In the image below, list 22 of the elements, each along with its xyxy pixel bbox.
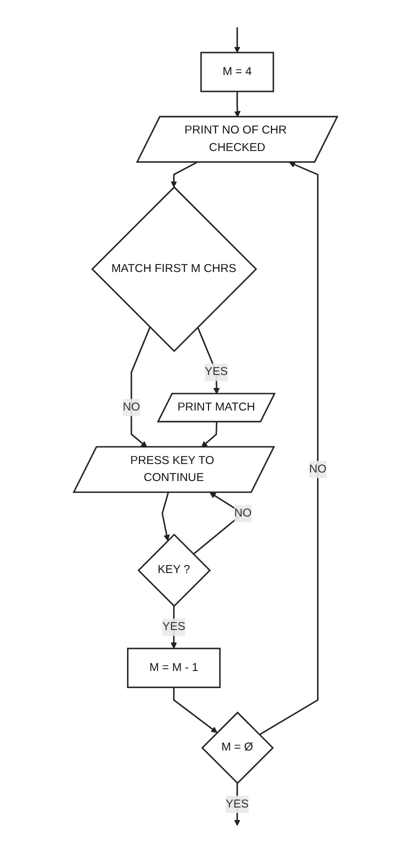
edge-label: YES xyxy=(162,620,186,634)
edge-label: YES xyxy=(205,366,228,378)
edge-label: NO xyxy=(234,506,252,520)
arrow xyxy=(171,162,198,188)
arrow xyxy=(174,687,218,733)
arrow xyxy=(234,91,242,118)
node-box: M = M - 1 xyxy=(128,648,222,688)
arrow xyxy=(171,606,178,649)
arrow xyxy=(202,422,218,448)
arrow xyxy=(198,326,220,394)
arrow xyxy=(131,326,152,448)
arrow xyxy=(234,783,241,826)
arrow xyxy=(234,27,241,53)
edge-label: YES xyxy=(226,798,250,810)
arrow xyxy=(162,492,170,541)
arrow xyxy=(259,162,319,736)
edge-label: NO xyxy=(123,401,141,414)
edge-label: NO xyxy=(310,463,327,476)
node-diamond: MATCH FIRST M CHRS xyxy=(92,186,258,352)
node-diamond: M = Ø xyxy=(202,712,274,784)
node-diamond: KEY ? xyxy=(138,534,212,608)
node-box: M = 4 xyxy=(200,52,275,92)
